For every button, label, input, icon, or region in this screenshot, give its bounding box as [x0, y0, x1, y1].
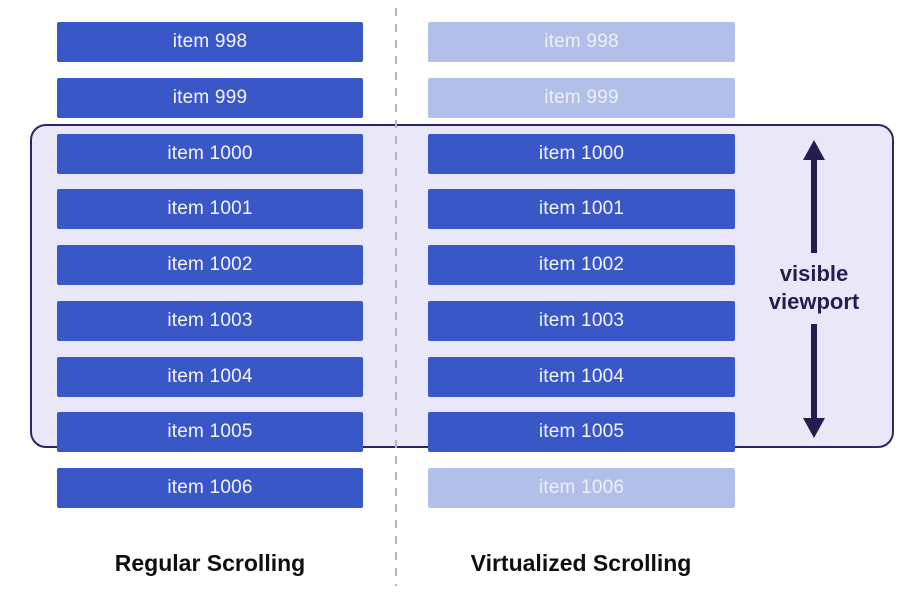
- list-item: item 1004: [428, 356, 735, 397]
- list-item-placeholder: item 1006: [428, 468, 735, 508]
- list-item: item 999: [57, 77, 363, 118]
- virtualized-scrolling-list: item 998 item 999 item 1000 item 1001 it…: [428, 22, 735, 508]
- virtualized-scrolling-title: Virtualized Scrolling: [470, 550, 692, 576]
- list-item: item 1003: [57, 300, 363, 341]
- list-item: item 1004: [57, 356, 363, 397]
- visible-viewport-label-line1: visible: [779, 261, 849, 286]
- column-divider-dashed-line: [395, 8, 397, 586]
- list-item: item 1001: [428, 189, 735, 230]
- list-item: item 1000: [57, 133, 363, 174]
- regular-scrolling-title: Regular Scrolling: [114, 550, 306, 576]
- arrow-down-head: [803, 418, 825, 438]
- list-item: item 1005: [57, 412, 363, 453]
- regular-scrolling-list: item 998 item 999 item 1000 item 1001 it…: [57, 22, 363, 508]
- list-item: item 1003: [428, 300, 735, 341]
- list-item: item 998: [57, 22, 363, 62]
- visible-viewport-label-line2: viewport: [768, 289, 860, 314]
- arrow-up-head: [803, 140, 825, 160]
- list-item: item 1006: [57, 468, 363, 508]
- arrow-lower-shaft: [811, 324, 817, 420]
- list-item: item 1002: [428, 245, 735, 285]
- list-item: item 1005: [428, 412, 735, 453]
- list-item: item 1002: [57, 245, 363, 285]
- list-item-placeholder: item 999: [428, 77, 735, 118]
- arrow-upper-shaft: [811, 158, 817, 253]
- list-item: item 1001: [57, 189, 363, 230]
- visible-viewport-label: visible viewport: [769, 260, 859, 316]
- list-item: item 1000: [428, 133, 735, 174]
- viewport-extent-arrow-icon: [803, 140, 825, 438]
- list-item-placeholder: item 998: [428, 22, 735, 62]
